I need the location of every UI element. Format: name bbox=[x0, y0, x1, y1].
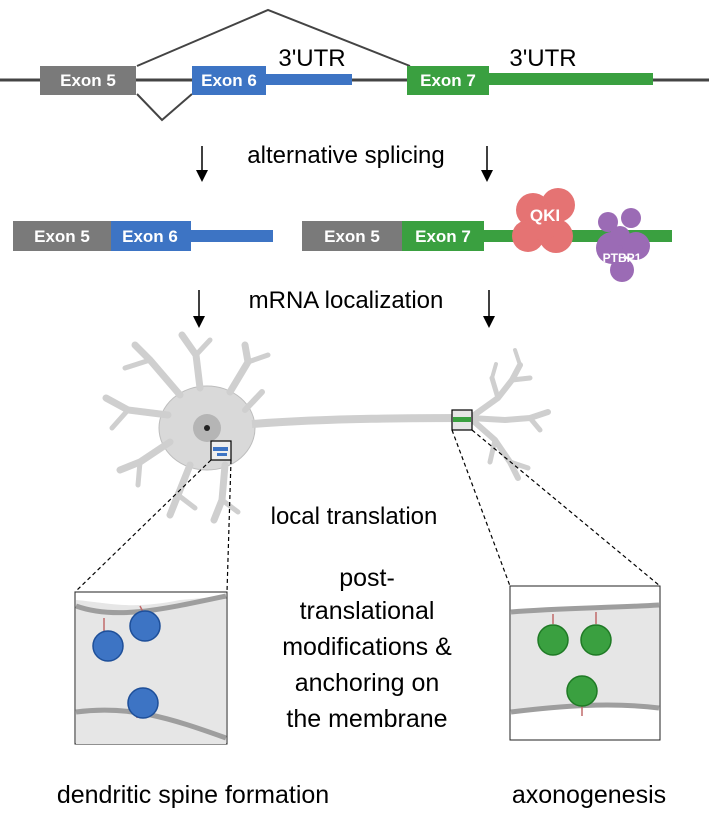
gene-exon6-label: Exon 6 bbox=[201, 71, 257, 90]
zoom-lines bbox=[74, 429, 661, 593]
mrna-right-exon7-box bbox=[402, 221, 484, 251]
mrna-left-exon6-box bbox=[111, 221, 191, 251]
gene-exon6-box bbox=[192, 66, 266, 95]
modification-line-3: modifications & bbox=[282, 633, 452, 661]
mrna-left-exon6-label: Exon 6 bbox=[122, 227, 178, 246]
axon-terminal bbox=[467, 348, 551, 481]
mrna-left-exon5-label: Exon 5 bbox=[34, 227, 90, 246]
modification-line-5: the membrane bbox=[286, 705, 447, 733]
gene-exon5-label: Exon 5 bbox=[60, 71, 116, 90]
outcome-right-label: axonogenesis bbox=[512, 781, 666, 809]
mrna-right-isoform: Exon 5 Exon 7 QKI PTBP1 bbox=[302, 188, 672, 282]
mrna-right-exon5-box bbox=[302, 221, 402, 251]
modification-line-2: translational bbox=[300, 597, 435, 625]
dendrite-protein-1 bbox=[92, 630, 124, 662]
translation-label: local translation bbox=[271, 503, 438, 530]
axon-zoom-marker bbox=[451, 409, 473, 431]
axon-zoom-panel bbox=[509, 585, 661, 741]
axon-protein-1 bbox=[537, 624, 569, 656]
splicing-label: alternative splicing bbox=[247, 142, 444, 169]
mrna-right-exon7-label: Exon 7 bbox=[415, 227, 471, 246]
splice-arc-exon5-exon7 bbox=[136, 8, 411, 67]
qki-protein: QKI bbox=[512, 188, 575, 253]
ptbp1-label: PTBP1 bbox=[603, 251, 642, 265]
localization-label: mRNA localization bbox=[249, 287, 444, 314]
neuron bbox=[102, 331, 551, 524]
modification-line-4: anchoring on bbox=[295, 669, 440, 697]
dendrite-protein-2 bbox=[129, 610, 161, 642]
axon-membrane-top bbox=[510, 602, 660, 615]
outcome-left-label: dendritic spine formation bbox=[57, 781, 329, 809]
gene-exon7-label: Exon 7 bbox=[420, 71, 476, 90]
localization-step: mRNA localization bbox=[193, 287, 495, 328]
splicing-step: alternative splicing bbox=[196, 142, 493, 182]
modification-line-1: post- bbox=[339, 564, 395, 592]
gene-exon5-box bbox=[40, 66, 136, 95]
dendrite-zoom-panel bbox=[74, 591, 228, 745]
neuron-nucleolus bbox=[204, 425, 210, 431]
axon-protein-3 bbox=[566, 675, 598, 707]
mrna-left-exon5-box bbox=[13, 221, 111, 251]
ptbp1-protein: PTBP1 bbox=[596, 208, 650, 282]
gene-utr-a-label: 3'UTR bbox=[278, 45, 345, 72]
modification-text: post- translational modifications & anch… bbox=[282, 564, 452, 733]
dendrite-protein-3 bbox=[127, 687, 159, 719]
gene-exon6-utr-bar bbox=[266, 74, 352, 85]
gene-exon7-box bbox=[407, 66, 489, 95]
splice-arc-exon5-exon6 bbox=[136, 93, 193, 122]
qki-label: QKI bbox=[530, 206, 560, 225]
neuron-axon bbox=[251, 414, 471, 428]
mrna-right-exon5-label: Exon 5 bbox=[324, 227, 380, 246]
gene-exon7-utr-bar bbox=[489, 73, 653, 85]
neuron-dendrites bbox=[102, 331, 271, 524]
gene-structure: Exon 5 Exon 6 3'UTR Exon 7 3'UTR bbox=[0, 8, 709, 122]
gene-utr-b-label: 3'UTR bbox=[509, 45, 576, 72]
mrna-left-utr-bar bbox=[191, 230, 273, 242]
axon-protein-2 bbox=[580, 624, 612, 656]
mrna-left-isoform: Exon 5 Exon 6 bbox=[13, 221, 273, 251]
dendrite-zoom-marker bbox=[210, 440, 232, 461]
